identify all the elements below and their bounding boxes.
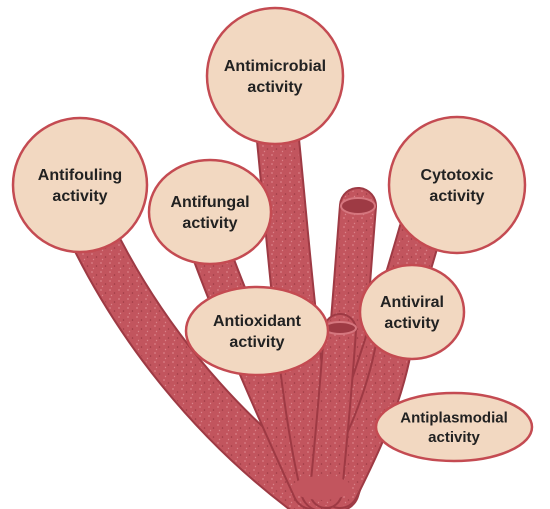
antiplasmodial-label-line-1: Antiplasmodial: [400, 410, 508, 427]
label-cytotoxic: Cytotoxic activity: [387, 115, 527, 255]
label-antimicrobial: Antimicrobial activity: [205, 6, 345, 146]
antiviral-label-line-2: activity: [384, 315, 439, 332]
cytotoxic-label-line-1: Cytotoxic: [421, 167, 494, 184]
antiviral-bubble: [358, 263, 466, 361]
antifouling-label-line-1: Antifouling: [38, 167, 122, 184]
antifungal-label-line-1: Antifungal: [170, 194, 249, 211]
antioxidant-label-line-2: activity: [229, 334, 284, 351]
label-antioxidant: Antioxidant activity: [184, 285, 330, 377]
tube-antifouling: [71, 216, 326, 509]
antifungal-label-line-2: activity: [182, 215, 237, 232]
antimicrobial-label-line-1: Antimicrobial: [224, 58, 326, 75]
antioxidant-label-line-1: Antioxidant: [213, 313, 302, 330]
antimicrobial-bubble: [205, 6, 345, 146]
cytotoxic-bubble: [387, 115, 527, 255]
label-antiviral: Antiviral activity: [358, 263, 466, 361]
antiviral-label-line-1: Antiviral: [380, 294, 444, 311]
antifungal-bubble: [147, 158, 273, 266]
label-antifungal: Antifungal activity: [147, 158, 273, 266]
antioxidant-bubble: [184, 285, 330, 377]
antifouling-label-line-2: activity: [52, 188, 107, 205]
cytotoxic-label-line-2: activity: [429, 188, 484, 205]
label-antifouling: Antifouling activity: [11, 116, 149, 254]
antiplasmodial-bubble: [374, 391, 534, 463]
activity-labels: AntimicrobialactivityAntifoulingactivity…: [11, 6, 534, 463]
sponge-base: [292, 476, 352, 500]
antiplasmodial-label-line-2: activity: [428, 429, 480, 446]
label-antiplasmodial: Antiplasmodial activity: [374, 391, 534, 463]
antifouling-bubble: [11, 116, 149, 254]
tube-antiviral: [321, 321, 414, 509]
antimicrobial-label-line-2: activity: [247, 79, 302, 96]
